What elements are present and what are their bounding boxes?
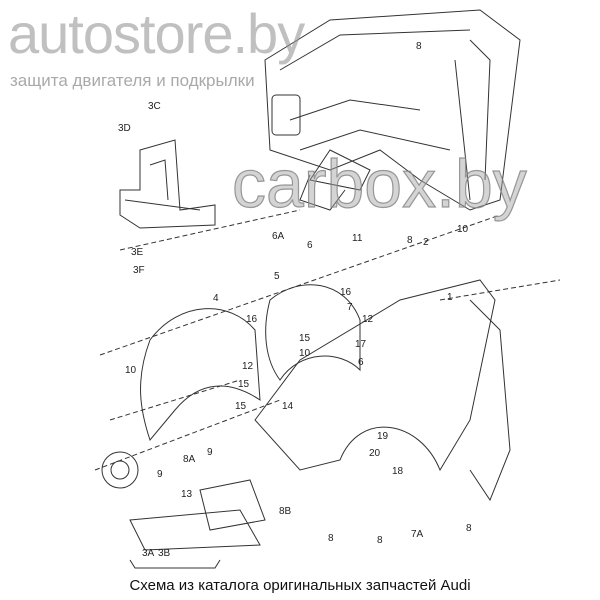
part-label: 17 (355, 339, 367, 350)
part-label: 3F (133, 265, 145, 276)
part-label: 3E (131, 247, 144, 258)
part-label: 15 (238, 379, 250, 390)
part-label: 4 (213, 293, 219, 304)
part-label: 7 (347, 302, 353, 313)
part-label: 10 (457, 224, 469, 235)
part-label: 8 (377, 535, 383, 546)
part-label: 13 (181, 489, 193, 500)
part-label: 6 (358, 357, 364, 368)
part-label: 3C (148, 101, 161, 112)
part-label: 3D (118, 123, 131, 134)
part-label: 19 (377, 431, 389, 442)
part-label: 10 (299, 348, 311, 359)
part-label: 6A (272, 231, 285, 242)
part-label: 9 (207, 447, 213, 458)
part-label: 9 (157, 469, 163, 480)
part-label: 16 (340, 287, 352, 298)
part-label: 15 (299, 333, 311, 344)
part-label: 6 (307, 240, 313, 251)
part-label: 8 (407, 235, 413, 246)
part-label: 12 (242, 361, 254, 372)
fender (254, 279, 511, 502)
part-label: 1 (447, 292, 453, 303)
part-label: 8 (416, 41, 422, 52)
part-label: 15 (235, 401, 247, 412)
bracket-3c (119, 139, 216, 229)
part-label: 8A (183, 454, 196, 465)
part-label: 16 (246, 314, 258, 325)
part-label: 11 (352, 233, 363, 244)
caption: Схема из каталога оригинальных запчастей… (129, 577, 471, 594)
part-label: 5 (274, 271, 280, 282)
part-label: 3A (142, 548, 155, 559)
part-label: 8 (466, 523, 472, 534)
part-label: 2 (423, 237, 429, 248)
part-label: 20 (369, 448, 381, 459)
lower-bracket (101, 451, 266, 551)
watermark-site2: carbox.by (231, 146, 527, 222)
leader-lines (94, 209, 561, 471)
part-label: 7A (411, 529, 424, 540)
part-label: 18 (392, 466, 404, 477)
body-frame (264, 9, 521, 211)
part-label: 10 (125, 365, 137, 376)
watermark-subtitle: защита двигателя и подкрылки (10, 71, 255, 90)
watermark-site: autostore.by (8, 2, 305, 65)
part-label: 14 (282, 401, 294, 412)
part-label: 3B (158, 548, 171, 559)
bracket-3-line (129, 559, 221, 569)
part-label: 12 (362, 314, 374, 325)
part-label: 8B (279, 506, 292, 517)
part-label: 8 (328, 533, 334, 544)
